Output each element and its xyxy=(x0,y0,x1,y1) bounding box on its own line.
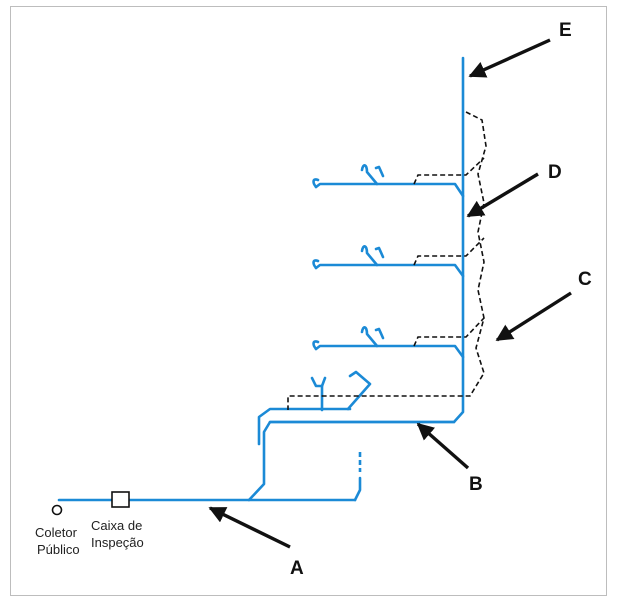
marker-a: A xyxy=(290,558,304,579)
trap-2a xyxy=(312,259,320,270)
vent-column xyxy=(287,111,487,410)
branch-floor-2 xyxy=(314,263,465,278)
marker-d: D xyxy=(548,162,562,183)
collector-label-line1: Coletor xyxy=(35,525,78,540)
trap-3a xyxy=(312,340,320,351)
inspection-label-line2: Inspeção xyxy=(91,535,144,550)
vent-floor-1 xyxy=(413,157,485,185)
sub-collector-line xyxy=(268,56,465,424)
arrow-b xyxy=(416,422,470,470)
trap-2c xyxy=(374,246,385,259)
trap-3b xyxy=(360,326,379,348)
marker-c: C xyxy=(578,269,592,290)
pointer-arrows xyxy=(208,38,572,549)
arrow-d xyxy=(466,172,539,218)
trap-2b xyxy=(360,245,379,267)
trap-1c xyxy=(374,165,385,178)
trap-1b xyxy=(360,164,379,186)
inspection-label-line1: Caixa de xyxy=(91,518,142,533)
marker-b: B xyxy=(469,474,483,495)
branch-floor-3 xyxy=(314,344,465,359)
inspection-box-icon xyxy=(111,491,130,508)
trap-1a xyxy=(312,178,320,189)
vent-floor-2 xyxy=(413,237,485,266)
ground-fixture-3 xyxy=(346,370,372,411)
inner-return-line xyxy=(257,407,352,446)
arrow-c xyxy=(495,291,572,342)
connector-branch xyxy=(247,420,456,502)
branch-floor-1 xyxy=(314,182,465,198)
arrow-e xyxy=(468,38,551,78)
secondary-branch xyxy=(353,476,362,502)
trap-3c xyxy=(374,327,385,340)
vent-pipes xyxy=(287,111,487,410)
ground-fixture-2 xyxy=(320,376,327,388)
marker-e: E xyxy=(559,20,572,41)
drain-pipes xyxy=(57,56,465,502)
vent-floor-3 xyxy=(413,317,485,347)
arrow-a xyxy=(208,506,291,549)
ground-fixture-1 xyxy=(310,376,324,412)
collector-label-line2: Público xyxy=(37,542,80,557)
public-collector-icon xyxy=(51,504,63,516)
diagram-frame xyxy=(10,6,607,596)
